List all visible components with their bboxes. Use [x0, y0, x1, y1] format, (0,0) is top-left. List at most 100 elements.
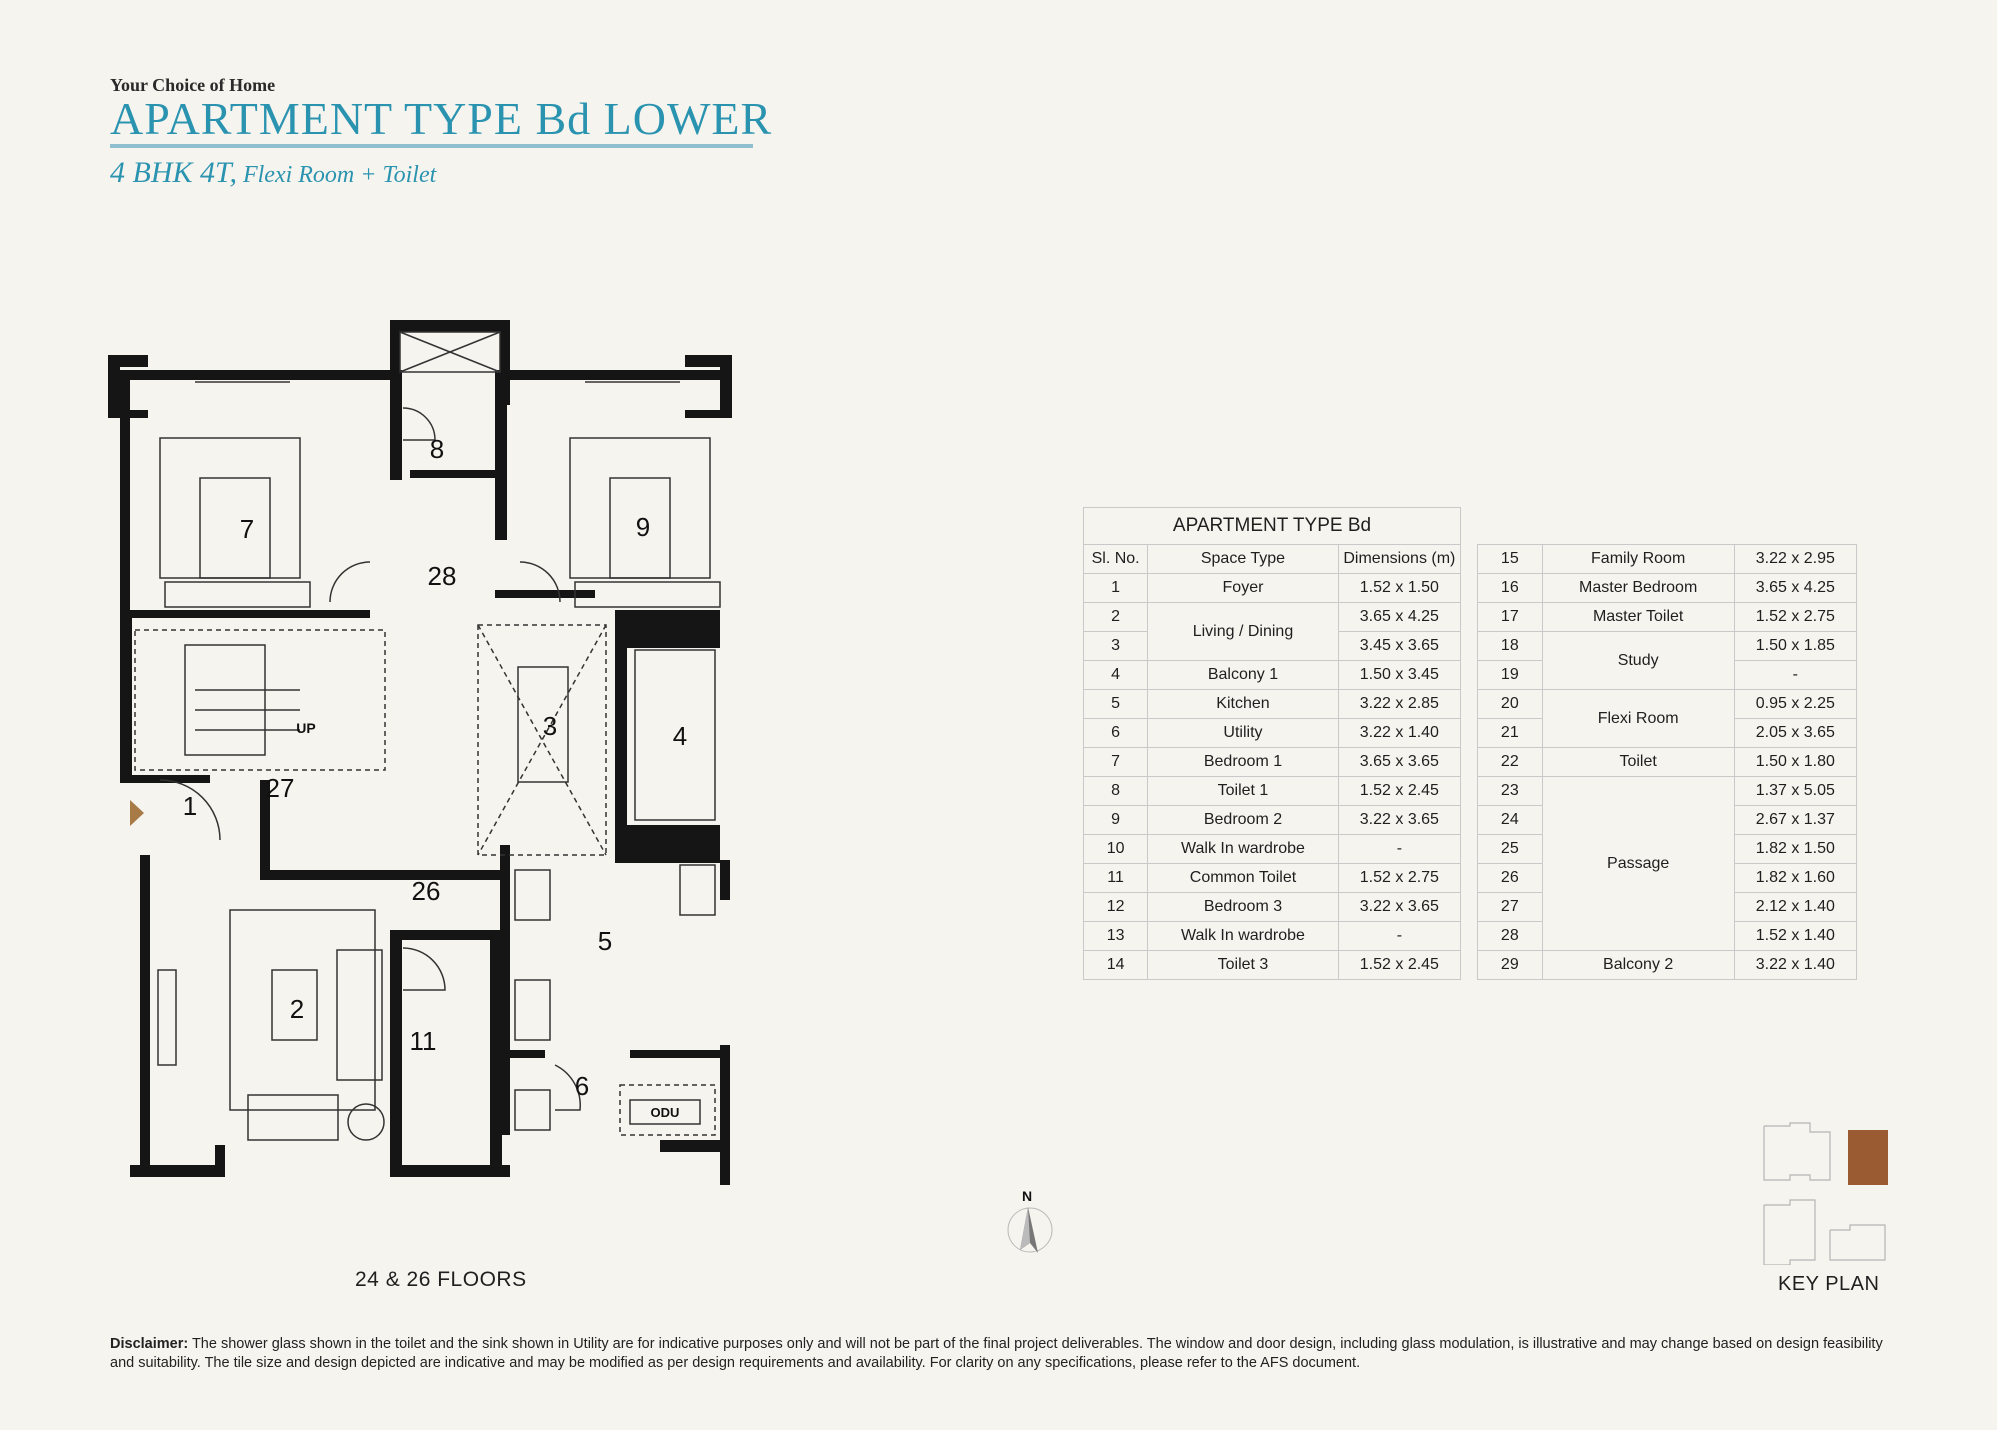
row-space: Passage	[1541, 776, 1735, 951]
odu-label: ODU	[651, 1105, 680, 1120]
floor-plan: 7 8 9 28 3 4 UP 27 1 26 2 5 11 6 ODU	[108, 320, 732, 1185]
room-label-8: 8	[430, 434, 444, 464]
row-no: 14	[1082, 950, 1149, 980]
row-no: 8	[1082, 776, 1149, 806]
key-plan-highlight	[1848, 1130, 1888, 1185]
room-label-5: 5	[598, 926, 612, 956]
key-plan-diagram	[1763, 1122, 1888, 1265]
table-row: 24 2.67 x 1.37	[1477, 805, 1858, 835]
space-table-left: APARTMENT TYPE Bd Sl. No. Space Type Dim…	[1082, 507, 1462, 980]
col-header-sl-no: Sl. No.	[1082, 544, 1149, 574]
row-space: Bedroom 1	[1147, 747, 1339, 777]
config-label: 4 BHK 4T,	[110, 156, 237, 189]
row-dim: 3.45 x 3.65	[1337, 631, 1462, 661]
row-no: 19	[1477, 660, 1543, 690]
room-label-9: 9	[636, 512, 650, 542]
row-space: Family Room	[1541, 544, 1735, 574]
row-no: 6	[1082, 718, 1149, 748]
row-space: Master Toilet	[1541, 602, 1735, 632]
row-space: Kitchen	[1147, 689, 1339, 719]
room-label-3: 3	[543, 711, 557, 741]
row-dim: 1.52 x 1.40	[1733, 921, 1858, 951]
row-dim: 3.22 x 2.95	[1733, 544, 1858, 574]
tagline: Your Choice of Home	[110, 75, 276, 95]
row-dim: 1.50 x 3.45	[1337, 660, 1462, 690]
row-space: Toilet 3	[1147, 950, 1339, 980]
row-space: Toilet	[1541, 747, 1735, 777]
row-space: Walk In wardrobe	[1147, 834, 1339, 864]
row-space: Walk In wardrobe	[1147, 921, 1339, 951]
room-label-4: 4	[673, 721, 687, 751]
room-label-28: 28	[428, 561, 457, 591]
room-label-11: 11	[410, 1026, 437, 1056]
row-dim: 1.52 x 2.45	[1337, 776, 1462, 806]
row-dim: 1.82 x 1.60	[1733, 863, 1858, 893]
row-dim: 1.82 x 1.50	[1733, 834, 1858, 864]
row-dim: -	[1337, 834, 1462, 864]
row-no: 25	[1477, 834, 1543, 864]
row-dim: 3.22 x 3.65	[1337, 892, 1462, 922]
col-header-dimensions: Dimensions (m)	[1337, 544, 1462, 574]
compass-label: N	[1022, 1188, 1032, 1204]
row-no: 4	[1082, 660, 1149, 690]
row-no: 20	[1477, 689, 1543, 719]
row-dim: 1.50 x 1.80	[1733, 747, 1858, 777]
stair-up-label: UP	[296, 720, 315, 736]
row-space: Utility	[1147, 718, 1339, 748]
row-dim: 2.67 x 1.37	[1733, 805, 1858, 835]
row-space: Toilet 1	[1147, 776, 1339, 806]
row-space: Foyer	[1147, 573, 1339, 603]
row-no: 16	[1477, 573, 1543, 603]
row-space: Study	[1541, 631, 1735, 690]
row-no: 24	[1477, 805, 1543, 835]
disclaimer-label: Disclaimer:	[110, 1336, 189, 1352]
row-dim: 3.65 x 4.25	[1733, 573, 1858, 603]
row-dim: 2.05 x 3.65	[1733, 718, 1858, 748]
row-dim: 1.52 x 2.75	[1337, 863, 1462, 893]
row-dim: 1.52 x 2.45	[1337, 950, 1462, 980]
row-space: Balcony 2	[1541, 950, 1735, 980]
room-label-7: 7	[240, 514, 254, 544]
row-space: Bedroom 3	[1147, 892, 1339, 922]
table-caption: APARTMENT TYPE Bd	[1083, 507, 1461, 545]
row-dim: -	[1337, 921, 1462, 951]
floors-label: 24 & 26 FLOORS	[355, 1268, 527, 1291]
extras-label: Flexi Room + Toilet	[236, 162, 437, 188]
row-no: 23	[1477, 776, 1543, 806]
row-no: 15	[1477, 544, 1543, 574]
row-space: Living / Dining	[1147, 602, 1339, 661]
row-no: 21	[1477, 718, 1543, 748]
row-no: 10	[1082, 834, 1149, 864]
row-dim: -	[1733, 660, 1858, 690]
row-no: 27	[1477, 892, 1543, 922]
row-no: 13	[1082, 921, 1149, 951]
row-dim: 3.22 x 3.65	[1337, 805, 1462, 835]
page-subtitle: 4 BHK 4T, Flexi Room + Toilet	[110, 156, 436, 190]
disclaimer-text: The shower glass shown in the toilet and…	[110, 1336, 1883, 1371]
row-no: 1	[1082, 573, 1149, 603]
row-no: 29	[1477, 950, 1543, 980]
row-dim: 3.65 x 3.65	[1337, 747, 1462, 777]
row-space: Flexi Room	[1541, 689, 1735, 748]
row-dim: 1.52 x 1.50	[1337, 573, 1462, 603]
page-title: APARTMENT TYPE Bd LOWER	[110, 93, 773, 144]
row-dim: 3.65 x 4.25	[1337, 602, 1462, 632]
row-no: 26	[1477, 863, 1543, 893]
room-label-1: 1	[183, 791, 197, 821]
